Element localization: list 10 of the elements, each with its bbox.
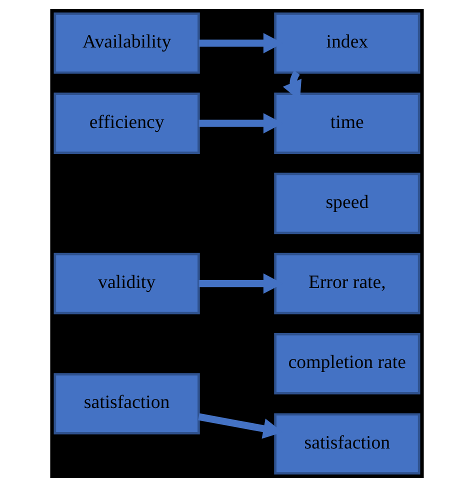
node-box: time [274, 92, 420, 154]
node-box: satisfaction [274, 412, 420, 474]
node-box: efficiency [54, 92, 200, 154]
node-box: speed [274, 172, 420, 234]
node-box: completion rate [274, 332, 420, 394]
node-box: Availability [54, 12, 200, 74]
node-box: index [274, 12, 420, 74]
node-box: validity [54, 252, 200, 314]
node-box: Error rate, [274, 252, 420, 314]
node-box: satisfaction [54, 372, 200, 434]
